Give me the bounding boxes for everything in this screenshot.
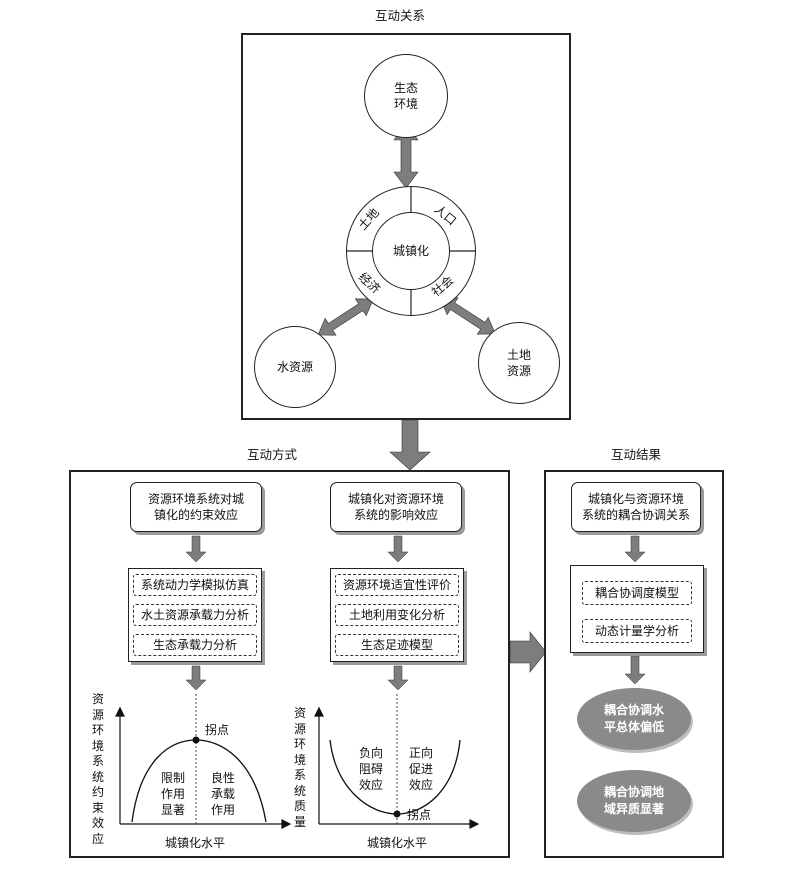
pos-text-line2: 促进: [408, 762, 433, 776]
chart-left-text-right: 良性 承载 作用: [208, 770, 238, 818]
chart-right-text-left: 负向 阻碍 效应: [356, 745, 386, 793]
pos-text-line3: 效应: [408, 778, 433, 792]
left-method-1: 系统动力学模拟仿真: [133, 574, 257, 596]
result-method-1: 耦合协调度模型: [582, 581, 692, 605]
water-label: 水资源: [276, 360, 313, 374]
center-label: 城镇化: [392, 244, 429, 258]
eco-env-circle: 生态环境: [364, 54, 448, 138]
chart-left-text-left: 限制 作用 显著: [158, 770, 188, 818]
chart-right-point: [393, 810, 401, 818]
result-oval-1: 耦合协调水平总体偏低: [577, 688, 691, 750]
chart-left-ylabel: 资源环境系统约束效应: [91, 692, 104, 846]
result-header-box: 城镇化与资源环境系统的耦合协调关系: [571, 482, 701, 532]
right-header-line2: 系统的影响效应: [353, 508, 438, 522]
oval1-line2: 平总体偏低: [603, 720, 664, 734]
oval1-line1: 耦合协调水: [603, 703, 664, 717]
oval2-line2: 域异质显著: [603, 802, 664, 816]
left-header-line2: 镇化的约束效应: [153, 508, 238, 522]
land-label-2: 资源: [506, 364, 531, 378]
result-method-2: 动态计量学分析: [582, 619, 692, 643]
down-arrow-result-1: [624, 535, 646, 563]
result-oval-2: 耦合协调地域异质显著: [577, 770, 691, 832]
right-text-line2: 承载: [210, 787, 235, 801]
chart-right-text-right: 正向 促进 效应: [406, 745, 436, 793]
result-header-line1: 城镇化与资源环境: [587, 492, 684, 506]
right-text-line1: 良性: [210, 771, 235, 785]
down-arrow-main: [389, 419, 431, 471]
left-header-box: 资源环境系统对城镇化的约束效应: [130, 482, 262, 532]
down-arrow-left-1: [185, 535, 207, 563]
right-header-box: 城镇化对资源环境系统的影响效应: [330, 482, 462, 532]
chart-right-xlabel: 城镇化水平: [366, 836, 427, 850]
left-header-line1: 资源环境系统对城: [147, 492, 244, 506]
land-resource-circle: 土地资源: [478, 322, 560, 404]
section-title-mode: 互动方式: [246, 447, 297, 462]
section-title-result: 互动结果: [610, 447, 661, 462]
chart-left-xlabel: 城镇化水平: [164, 836, 225, 850]
water-circle: 水资源: [254, 326, 336, 408]
left-method-2: 水土资源承载力分析: [133, 604, 257, 626]
right-method-3: 生态足迹模型: [335, 634, 459, 656]
down-arrow-right-2: [387, 665, 409, 691]
left-text-line2: 作用: [160, 787, 185, 801]
result-header-line2: 系统的耦合协调关系: [581, 508, 690, 522]
chart-right-point-label: 拐点: [406, 808, 431, 822]
right-method-2: 土地利用变化分析: [335, 604, 459, 626]
oval2-line1: 耦合协调地: [603, 785, 664, 799]
left-method-3: 生态承载力分析: [133, 634, 257, 656]
left-text-line1: 限制: [160, 771, 185, 785]
chart-left-axes: [115, 706, 292, 829]
urbanization-center: 城镇化: [372, 212, 450, 290]
eco-label-1: 生态: [393, 81, 418, 95]
down-arrow-result-2: [624, 655, 646, 685]
right-text-line3: 作用: [210, 803, 235, 817]
mode-frame: [69, 470, 510, 858]
chart-left-point: [192, 736, 200, 744]
down-arrow-left-2: [185, 665, 207, 691]
section-title-relation: 互动关系: [374, 8, 425, 23]
land-label-1: 土地: [506, 348, 531, 362]
right-header-line1: 城镇化对资源环境: [347, 492, 444, 506]
left-text-line3: 显著: [160, 803, 185, 817]
chart-left-point-label: 拐点: [204, 723, 229, 737]
neg-text-line2: 阻碍: [358, 762, 383, 776]
chart-right-ylabel: 资源环境系统质量: [293, 706, 306, 829]
neg-text-line1: 负向: [358, 746, 383, 760]
result-frame: [544, 470, 724, 858]
down-arrow-right-1: [387, 535, 409, 563]
eco-label-2: 环境: [393, 97, 418, 111]
right-arrow-main: [509, 631, 547, 673]
neg-text-line3: 效应: [358, 778, 383, 792]
relation-frame: [241, 33, 571, 420]
pos-text-line1: 正向: [408, 746, 433, 760]
right-method-1: 资源环境适宜性评价: [335, 574, 459, 596]
